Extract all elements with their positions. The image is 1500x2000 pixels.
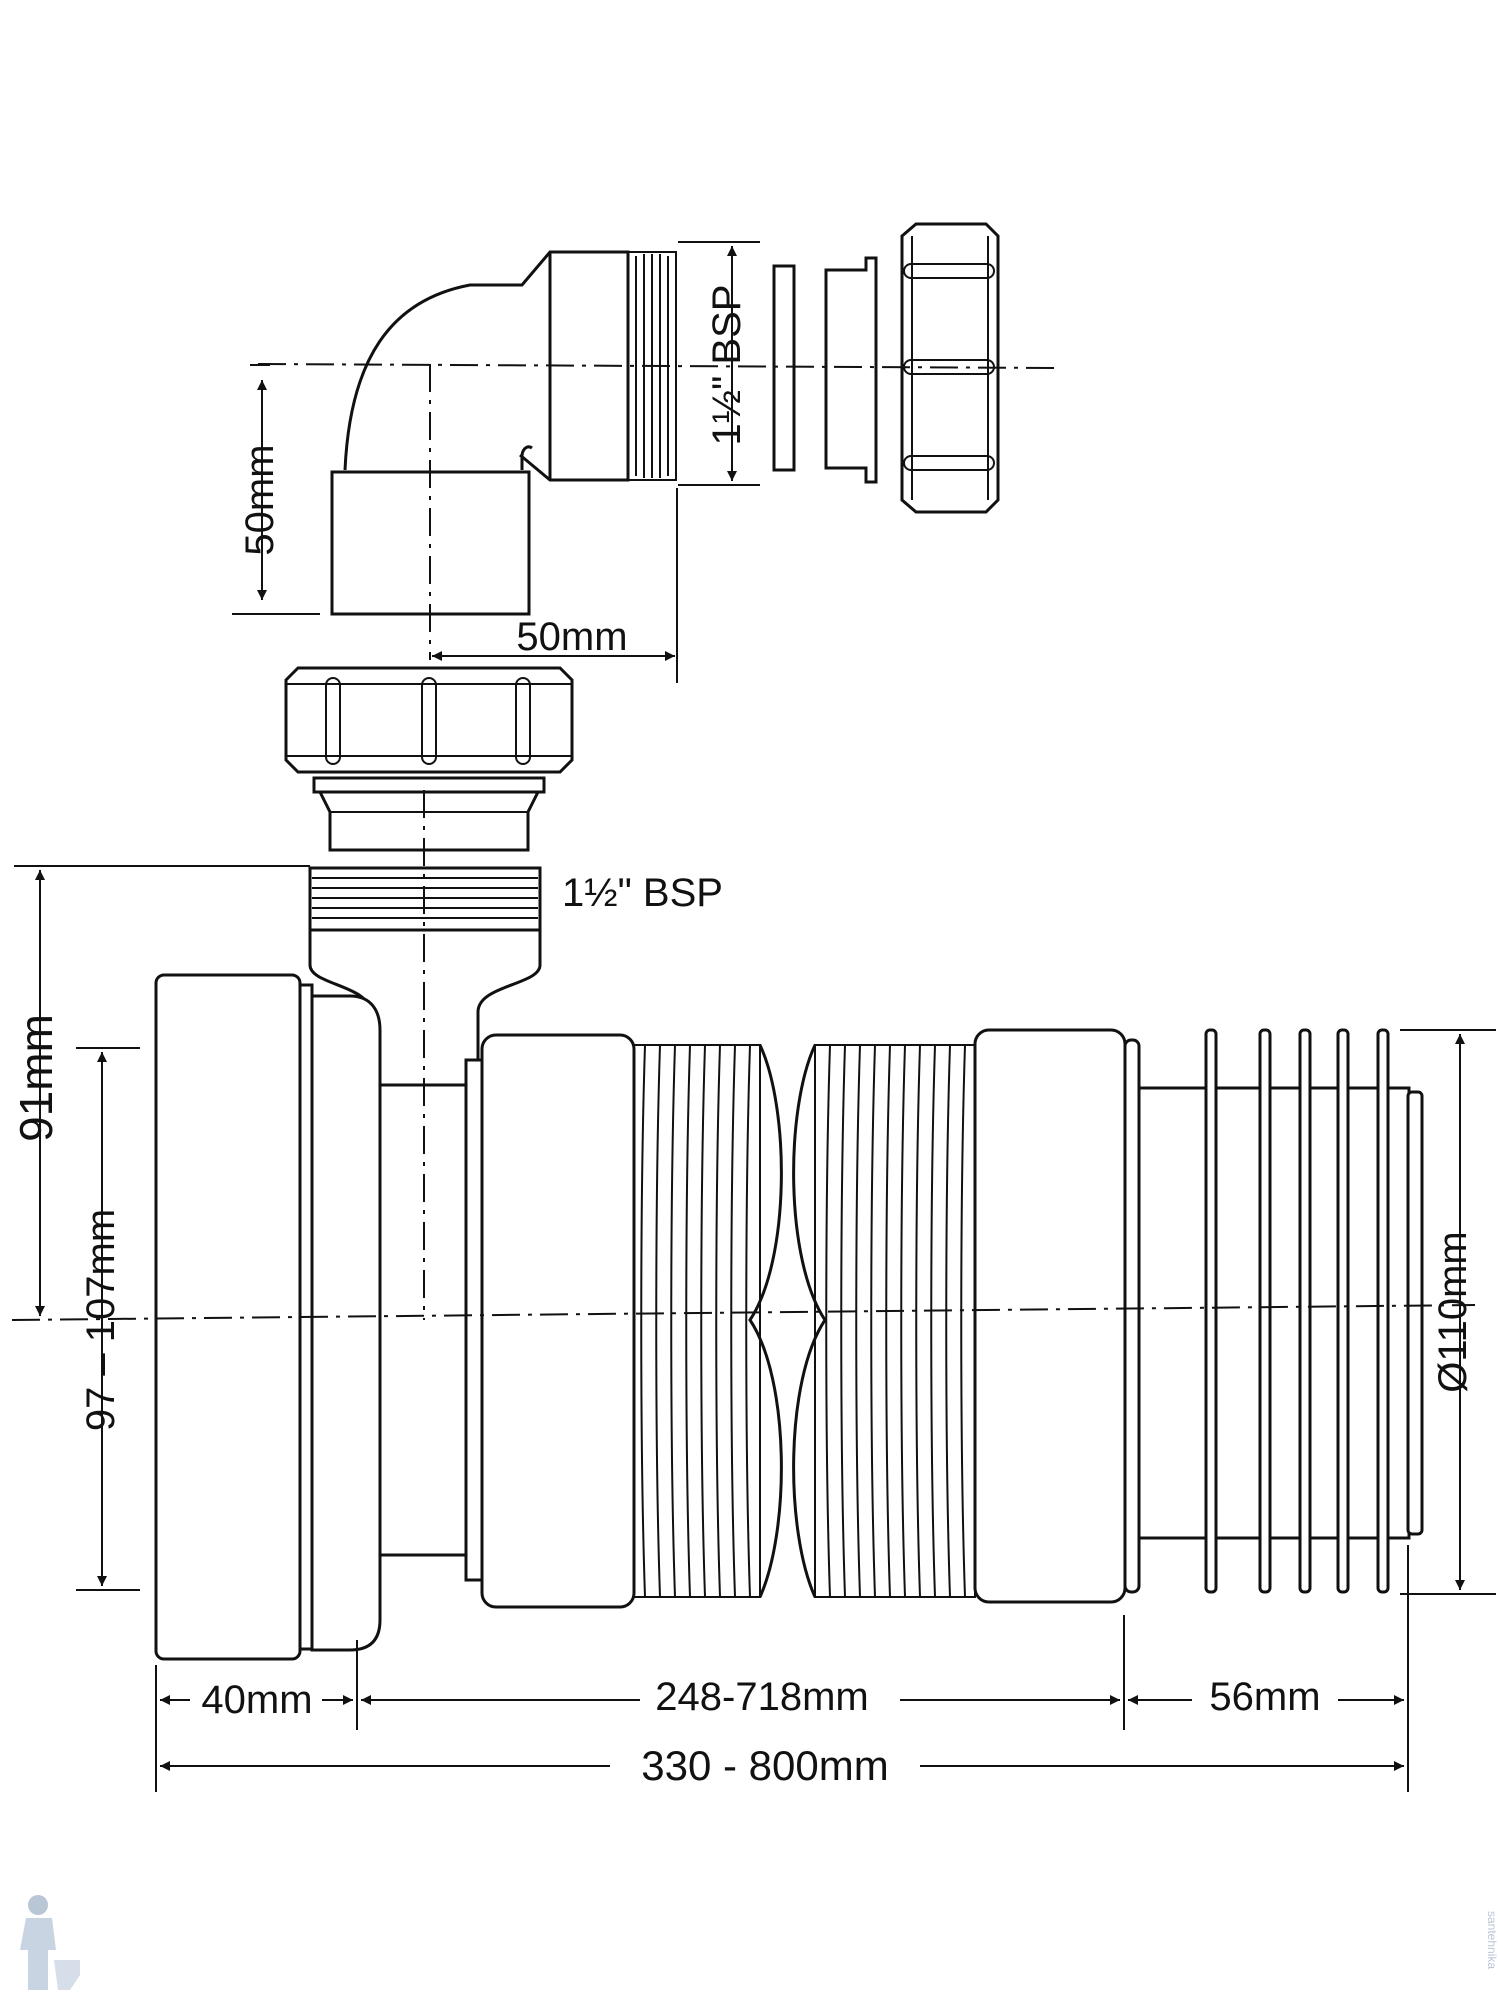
- plumber-logo: [20, 1895, 80, 1990]
- label-elbow-depth: 50mm: [516, 615, 627, 659]
- label-diameter: Ø110mm: [1431, 1231, 1475, 1393]
- label-total-length: 330 - 800mm: [641, 1742, 888, 1789]
- corrugated-section-right: [814, 1044, 976, 1598]
- label-outlet-height: 91mm: [10, 1014, 62, 1142]
- label-elbow-height: 50mm: [238, 444, 282, 555]
- dim-thread-top: [678, 241, 760, 486]
- watermark-text: santehnika: [1485, 1911, 1499, 1969]
- dim-inlet-range: [76, 1047, 140, 1591]
- label-thread-top: 1½" BSP: [705, 285, 749, 446]
- cone-washer: [824, 256, 878, 484]
- dim-outlet-height: [14, 865, 310, 1316]
- label-spigot-length: 56mm: [1209, 1675, 1320, 1719]
- corrugated-section-left: [633, 1044, 783, 1598]
- dim-diameter: [1400, 1029, 1496, 1595]
- label-socket-length: 40mm: [201, 1678, 312, 1722]
- dim-elbow-height: [232, 364, 320, 615]
- seal-ring: [772, 264, 796, 472]
- connector-body: [154, 973, 1424, 1661]
- spigot-fins: [1204, 1028, 1390, 1594]
- label-inlet-range: 97 – 107mm: [79, 1209, 123, 1431]
- label-flex-length: 248-718mm: [655, 1675, 868, 1719]
- cone-washer-middle: [312, 776, 546, 852]
- elbow-fitting: [257, 222, 1061, 660]
- dim-bottom-lengths: [155, 1545, 1409, 1792]
- compression-nut-middle: [284, 666, 574, 774]
- label-thread-mid: 1½" BSP: [562, 871, 723, 915]
- dim-elbow-depth: [432, 488, 678, 683]
